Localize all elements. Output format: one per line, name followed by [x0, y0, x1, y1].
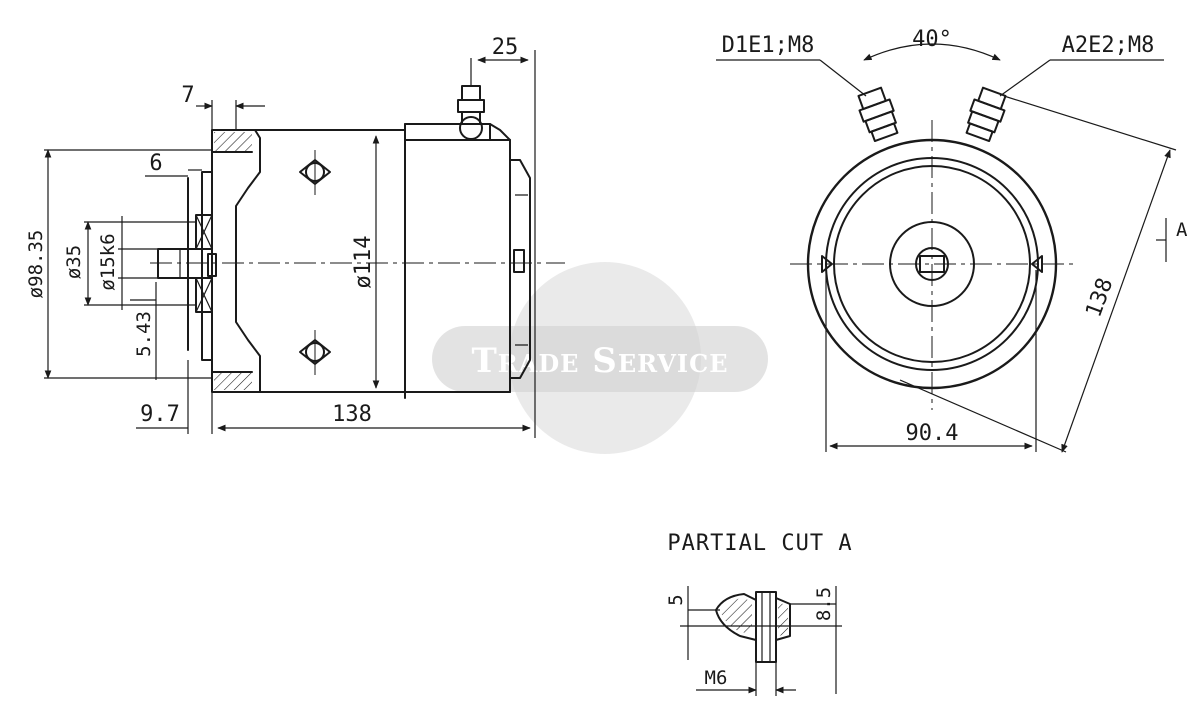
- partial-cut-title: PARTIAL CUT A: [667, 531, 852, 556]
- dim-angle-label: 40°: [912, 27, 952, 52]
- end-terminal-right: [965, 86, 1007, 143]
- dim-body-length: 138: [217, 402, 531, 432]
- dim-diagonal-label: 138: [1081, 275, 1118, 321]
- dim-boss-diameter-label: ø35: [63, 245, 85, 279]
- dim-boss-diameter: ø35: [63, 221, 196, 306]
- dim-shaft-projection: 9.7: [136, 360, 213, 434]
- dim-spigot-length: 6: [145, 151, 202, 177]
- watermark: Trade Service: [432, 262, 768, 454]
- motor-body: [254, 123, 531, 399]
- dim-body-diameter: ø114: [351, 135, 380, 389]
- dim-key-height: 5.43: [130, 282, 157, 380]
- dim-width: 90.4: [825, 270, 1037, 452]
- terminal-right-label: A2E2;M8: [1062, 33, 1155, 58]
- dim-width-label: 90.4: [906, 421, 959, 446]
- section-marker-label: A: [1176, 219, 1188, 241]
- side-terminal-stud: [457, 72, 485, 140]
- dim-cut-right-label: 8.5: [813, 587, 835, 621]
- side-view: 25 7 6 ø98.35 ø35: [25, 35, 565, 438]
- end-view: 40° D1E1;M8 A2E2;M8 138 A: [716, 27, 1188, 453]
- dim-key-height-label: 5.43: [133, 311, 155, 357]
- dim-cut-left: 5: [665, 586, 720, 660]
- leader-terminal-left: D1E1;M8: [716, 33, 867, 97]
- terminal-left-label: D1E1;M8: [722, 33, 815, 58]
- dim-cut-thread: M6: [696, 662, 796, 696]
- dim-flange-thickness-label: 7: [181, 83, 194, 108]
- dim-diagonal: 138: [899, 95, 1177, 453]
- dim-angle: 40°: [863, 27, 1001, 61]
- watermark-bar: [432, 326, 768, 392]
- dim-shaft-diameter: ø15k6: [97, 216, 158, 310]
- end-terminal-left: [857, 86, 899, 143]
- dim-shaft-diameter-label: ø15k6: [97, 233, 119, 290]
- dim-cut-right: 8.5: [790, 586, 837, 694]
- dim-pilot-diameter-label: ø98.35: [25, 230, 47, 299]
- dim-shaft-projection-label: 9.7: [140, 402, 180, 427]
- dim-flange-thickness: 7: [181, 83, 265, 130]
- watermark-text: Trade Service: [472, 341, 729, 381]
- leader-terminal-right: A2E2;M8: [999, 33, 1164, 97]
- dim-pilot-diameter: ø98.35: [25, 149, 212, 379]
- dim-spigot-length-label: 6: [149, 151, 162, 176]
- dim-stud-offset: 25: [470, 35, 536, 438]
- dim-body-length-label: 138: [332, 402, 372, 427]
- dim-stud-offset-label: 25: [492, 35, 519, 60]
- dim-cut-thread-label: M6: [705, 667, 728, 689]
- section-marker: A: [1156, 218, 1188, 262]
- dim-body-diameter-label: ø114: [351, 236, 376, 289]
- partial-cut: PARTIAL CUT A 5 8.5 M6: [665, 531, 852, 696]
- front-flange: [157, 129, 331, 393]
- dim-cut-left-label: 5: [665, 594, 687, 605]
